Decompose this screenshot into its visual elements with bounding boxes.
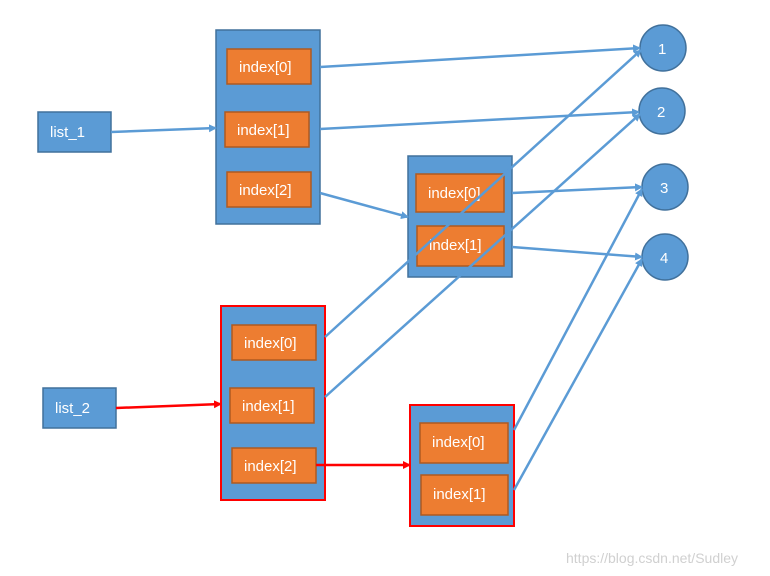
list-1-node: list_1 [37, 111, 112, 153]
outer-2-item-1: index[1] [229, 387, 315, 424]
svg-text:3: 3 [660, 180, 668, 197]
svg-text:index[2]: index[2] [244, 458, 297, 475]
arrow [511, 245, 643, 261]
list-1-label: list_1 [50, 124, 85, 141]
svg-text:4: 4 [660, 250, 668, 267]
svg-text:index[0]: index[0] [244, 335, 297, 352]
svg-text:index[0]: index[0] [432, 434, 485, 451]
outer-1-item-2: index[2] [226, 171, 312, 208]
arrow [324, 49, 642, 338]
arrow-list1-to-outer1 [110, 124, 217, 134]
outer-2-item-2: index[2] [231, 447, 317, 484]
value-node-4: 4 [641, 233, 689, 281]
arrow [319, 191, 409, 220]
svg-text:index[0]: index[0] [428, 185, 481, 202]
list-2-label: list_2 [55, 400, 90, 417]
value-node-1: 1 [639, 24, 687, 72]
arrow [324, 113, 641, 398]
outer-1-item-1: index[1] [224, 111, 310, 148]
arrow [512, 188, 644, 431]
arrow [319, 44, 641, 69]
svg-text:index[1]: index[1] [242, 398, 295, 415]
svg-text:1: 1 [658, 41, 666, 58]
svg-text:index[1]: index[1] [429, 237, 482, 254]
svg-text:index[1]: index[1] [433, 486, 486, 503]
arrow [511, 183, 643, 195]
inner-2-item-1: index[1] [420, 474, 509, 516]
value-node-2: 2 [638, 87, 686, 135]
outer-1-item-0: index[0] [226, 48, 312, 85]
value-node-3: 3 [641, 163, 689, 211]
arrow [512, 258, 644, 491]
inner-2-item-0: index[0] [419, 422, 509, 464]
arrow [319, 108, 640, 131]
arrow-list2-to-outer2 [115, 400, 222, 410]
svg-text:index[2]: index[2] [239, 182, 292, 199]
list-2-node: list_2 [42, 387, 117, 429]
outer-2-item-0: index[0] [231, 324, 317, 361]
inner-1-item-0: index[0] [415, 173, 505, 213]
svg-text:index[1]: index[1] [237, 122, 290, 139]
svg-text:2: 2 [657, 104, 665, 121]
svg-text:index[0]: index[0] [239, 59, 292, 76]
inner-1-item-1: index[1] [416, 225, 505, 267]
watermark: https://blog.csdn.net/Sudley [566, 550, 738, 566]
